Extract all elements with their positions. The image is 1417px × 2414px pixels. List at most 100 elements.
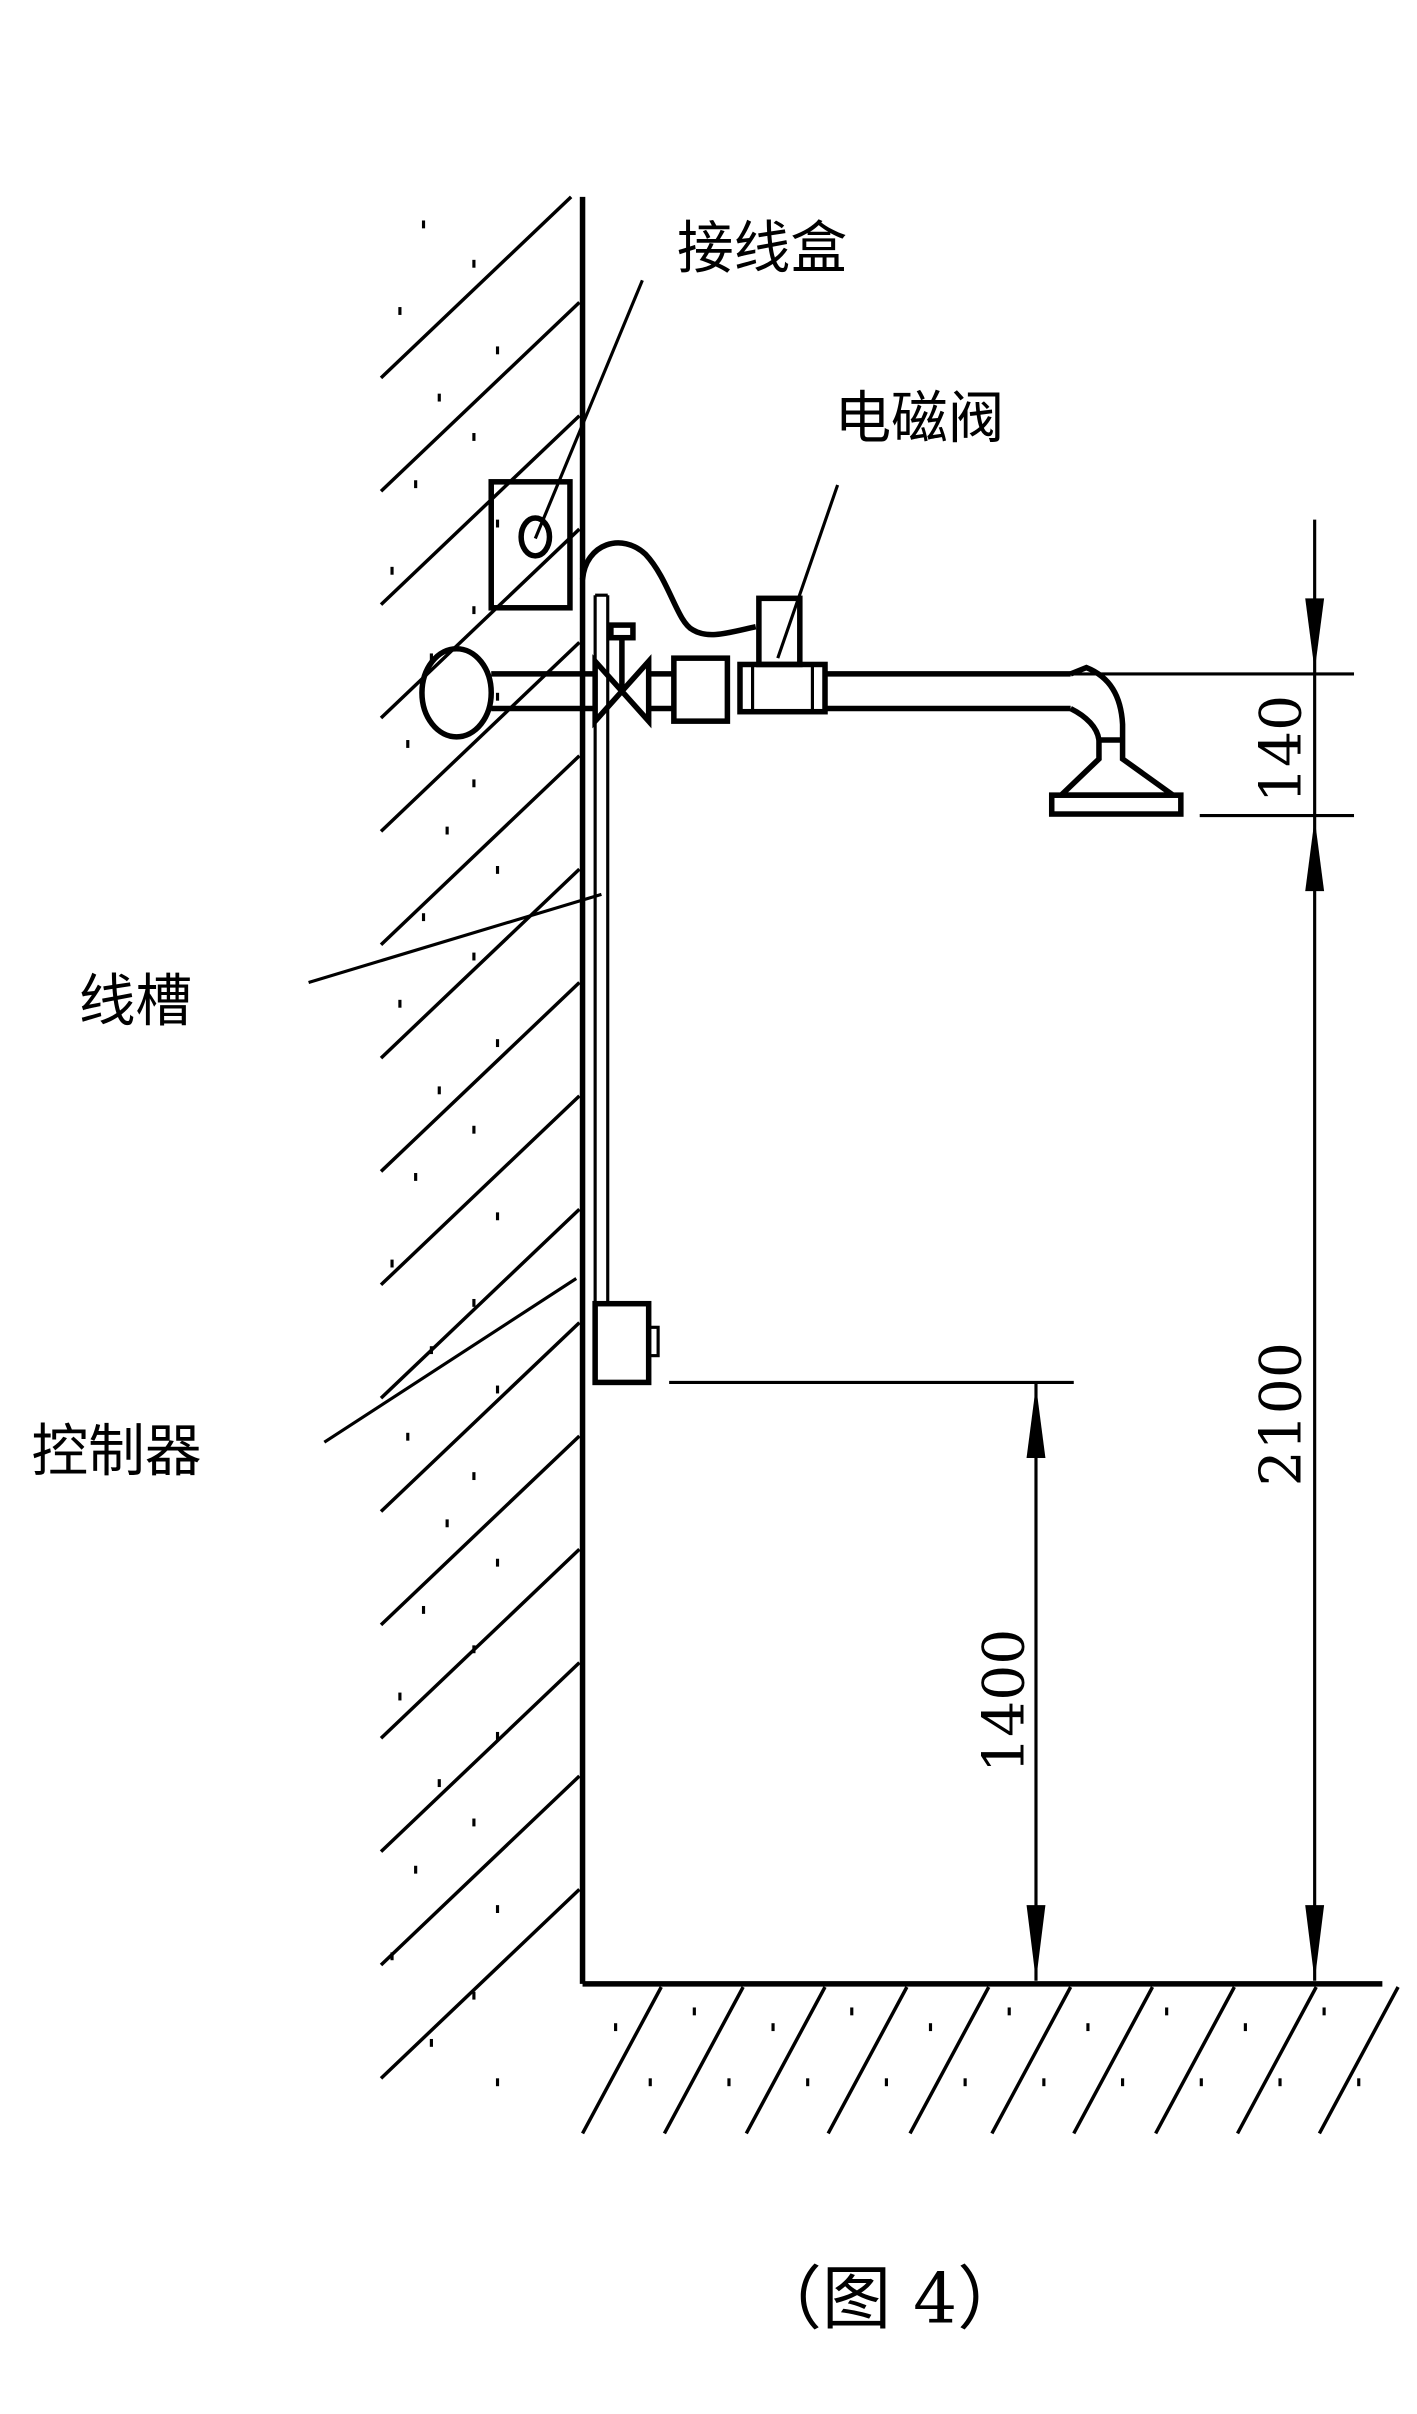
manual-valve — [592, 622, 652, 729]
floor-aggregate-dot — [1121, 2078, 1125, 2087]
wall-aggregate-dot — [406, 740, 410, 748]
wall-aggregate-dot — [429, 653, 433, 662]
floor-aggregate-dot — [1042, 2078, 1046, 2087]
wall-hatch-line — [379, 527, 581, 720]
floor-hatch-line — [1235, 1986, 1318, 2135]
wall-aggregate-dot — [398, 307, 402, 315]
floor-aggregate-dot — [963, 2078, 967, 2087]
wall-aggregate-dot — [437, 1086, 441, 1095]
wall-aggregate-dot — [414, 1173, 418, 1181]
floor-hatch-line — [826, 1986, 909, 2135]
wall-aggregate-dot — [495, 1731, 500, 1740]
figure-caption: （图 4） — [753, 2259, 1027, 2339]
wall-hatch-line — [379, 754, 581, 946]
floor-aggregate-dot — [884, 2078, 888, 2087]
wall-aggregate-dot — [472, 1645, 476, 1654]
floor-hatch-line — [662, 1986, 745, 2135]
floor-aggregate-dot — [1165, 2007, 1169, 2016]
wall-hatch-line — [379, 1548, 581, 1740]
floor-hatch-line — [1154, 1986, 1236, 2135]
wall-hatch-line — [379, 1321, 581, 1513]
wall-hatch-line — [379, 867, 581, 1060]
wall-aggregate-dot — [445, 826, 449, 835]
floor-hatching — [581, 1986, 1400, 2135]
floor-aggregate-dot — [1199, 2078, 1203, 2087]
wall-aggregate-dot — [414, 480, 418, 489]
floor-aggregate-dot — [1278, 2078, 1282, 2087]
pipe-coupling — [671, 655, 731, 724]
leader-junction-box — [533, 279, 644, 540]
wall-aggregate-dot — [421, 220, 426, 229]
wall-aggregate-dot — [472, 1472, 476, 1481]
wall-aggregate-dot — [390, 1952, 394, 1961]
floor-aggregate-dot — [1007, 2007, 1011, 2016]
wall-aggregate-dot — [398, 1692, 402, 1701]
floor-hatch-line — [1317, 1986, 1400, 2135]
shower-head — [1048, 664, 1184, 817]
wall-aggregate-dot — [472, 606, 476, 615]
wall-aggregate-dot — [414, 1865, 418, 1874]
floor-hatch-line — [990, 1986, 1073, 2135]
wall-aggregate-dot — [472, 779, 476, 788]
wall-aggregate-dot — [495, 519, 500, 528]
label-controller: 控制器 — [31, 1419, 201, 1485]
wall-aggregate-dot — [390, 1259, 394, 1268]
dimension-right — [850, 519, 1355, 1981]
wall-aggregate-dot — [429, 1346, 433, 1355]
junction-box — [488, 479, 573, 611]
wall-aggregate-dot — [495, 1905, 500, 1913]
leader-wire-trough — [308, 892, 602, 985]
wall-aggregate-dot — [390, 566, 394, 575]
wall-aggregate-dot — [421, 913, 426, 922]
wall-aggregate-dot — [437, 393, 441, 402]
wall-aggregate-dot — [495, 1212, 500, 1221]
wall-aggregate-dot — [421, 1605, 426, 1614]
wall-aggregate-dot — [495, 1558, 500, 1567]
floor-hatch-line — [1072, 1986, 1155, 2135]
wall-hatch-line — [379, 641, 581, 833]
wall-hatching — [379, 195, 581, 2087]
wall-aggregate-dot — [495, 692, 500, 701]
dim-text-2100: 2100 — [1248, 1342, 1314, 1486]
dim-text-1400: 1400 — [971, 1629, 1037, 1773]
floor-aggregate-dot — [928, 2023, 933, 2032]
wall-aggregate-dot — [495, 1385, 500, 1394]
floor-hatch-line — [581, 1986, 663, 2135]
wall-hatch-line — [379, 1207, 581, 1400]
wall-aggregate-dot — [398, 999, 402, 1008]
leader-solenoid-valve — [776, 484, 840, 659]
label-solenoid-valve: 电磁阀 — [834, 386, 1004, 452]
floor-aggregate-dot — [1086, 2023, 1090, 2032]
dimension-controller — [669, 1380, 1074, 1981]
wall-aggregate-dot — [406, 1432, 410, 1441]
wall-aggregate-dot — [437, 1779, 441, 1788]
wall-hatch-line — [379, 1661, 581, 1853]
wall-hatch-line — [379, 981, 581, 1173]
wall-aggregate-dot — [472, 259, 476, 268]
wall-hatch-line — [379, 1774, 581, 1967]
water-pipe — [491, 671, 1071, 712]
dim-text-140: 140 — [1248, 695, 1314, 803]
controller-box — [592, 1300, 660, 1386]
floor-aggregate-dot — [850, 2007, 854, 2016]
floor-aggregate-dot — [727, 2078, 731, 2087]
leader-controller — [323, 1277, 578, 1444]
wall-hatch-line — [379, 195, 573, 380]
floor-aggregate-dot — [1322, 2007, 1326, 2016]
wall-aggregate-dot — [429, 2038, 433, 2047]
wall-aggregate-dot — [495, 865, 500, 874]
floor-aggregate-dot — [771, 2023, 775, 2032]
floor-aggregate-dot — [1243, 2023, 1247, 2032]
wall-hatch-line — [379, 301, 581, 493]
wall-aggregate-dot — [472, 1298, 476, 1307]
wall-hatch-line — [379, 1888, 581, 2080]
wall-aggregate-dot — [472, 1818, 476, 1827]
solenoid-valve — [737, 595, 828, 715]
wall-aggregate-dot — [495, 1039, 500, 1048]
wall-hatch-line — [379, 1094, 581, 1287]
wall-hatch-line — [379, 1434, 581, 1627]
label-junction-box: 接线盒 — [677, 216, 847, 282]
wall-aggregate-dot — [495, 346, 500, 355]
control-wire — [579, 540, 757, 638]
